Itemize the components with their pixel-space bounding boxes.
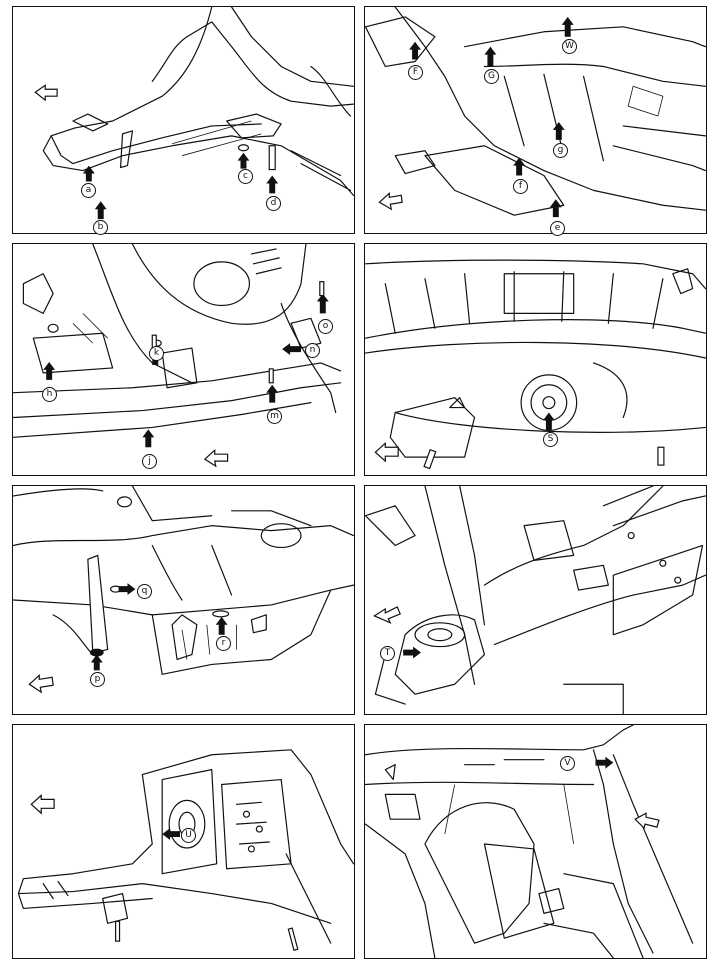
- panel-1-drawing: [34, 6, 355, 220]
- callout-g: g: [553, 143, 568, 158]
- callout-n: n: [305, 343, 320, 358]
- callout-r: r: [216, 636, 231, 651]
- callout-S: S: [543, 432, 558, 447]
- diagram-panel-8: V: [364, 724, 707, 959]
- callout-W: W: [562, 39, 577, 54]
- diagram-panel-2: F G W g f e: [364, 6, 707, 236]
- direction-arrow-icon: [34, 84, 58, 102]
- diagram-panel-5: q p r: [12, 485, 355, 715]
- panel-8-drawing: [364, 724, 694, 959]
- callout-d: d: [266, 196, 281, 211]
- callout-a: a: [81, 183, 96, 198]
- callout-o: o: [318, 319, 333, 334]
- diagram-panel-7: U: [12, 724, 355, 959]
- callout-G: G: [484, 69, 499, 84]
- callout-F: F: [408, 65, 423, 80]
- direction-arrow-icon: [373, 606, 401, 625]
- panel-6-drawing: [364, 485, 707, 715]
- panel-5-drawing: [12, 485, 355, 694]
- callout-p: p: [90, 672, 105, 687]
- direction-arrow-icon: [634, 812, 660, 830]
- direction-arrow-icon: [203, 448, 229, 468]
- direction-arrow-icon: [378, 192, 403, 211]
- callout-m: m: [267, 409, 282, 424]
- diagram-panel-3: h k o n m j: [12, 243, 355, 476]
- diagram-panel-6: T: [364, 485, 707, 715]
- callout-e: e: [550, 221, 565, 236]
- direction-arrow-icon: [30, 794, 55, 815]
- diagram-panel-4: S: [364, 243, 707, 476]
- callout-V: V: [560, 756, 575, 771]
- panel-7-drawing: [17, 749, 355, 951]
- direction-arrow-icon: [374, 441, 399, 463]
- callout-T: T: [380, 646, 395, 661]
- panel-3-drawing: [12, 243, 342, 468]
- callout-f: f: [513, 179, 528, 194]
- panel-4-drawing: [364, 259, 707, 470]
- callout-q: q: [137, 584, 152, 599]
- callout-h: h: [42, 387, 57, 402]
- diagram-panel-1: a b c d: [12, 6, 355, 235]
- callout-b: b: [93, 220, 108, 235]
- callout-c: c: [238, 169, 253, 184]
- panel-2-drawing: [364, 6, 707, 218]
- callout-j: j: [142, 454, 157, 469]
- direction-arrow-icon: [28, 674, 54, 694]
- callout-U: U: [181, 828, 196, 843]
- callout-k: k: [149, 346, 164, 361]
